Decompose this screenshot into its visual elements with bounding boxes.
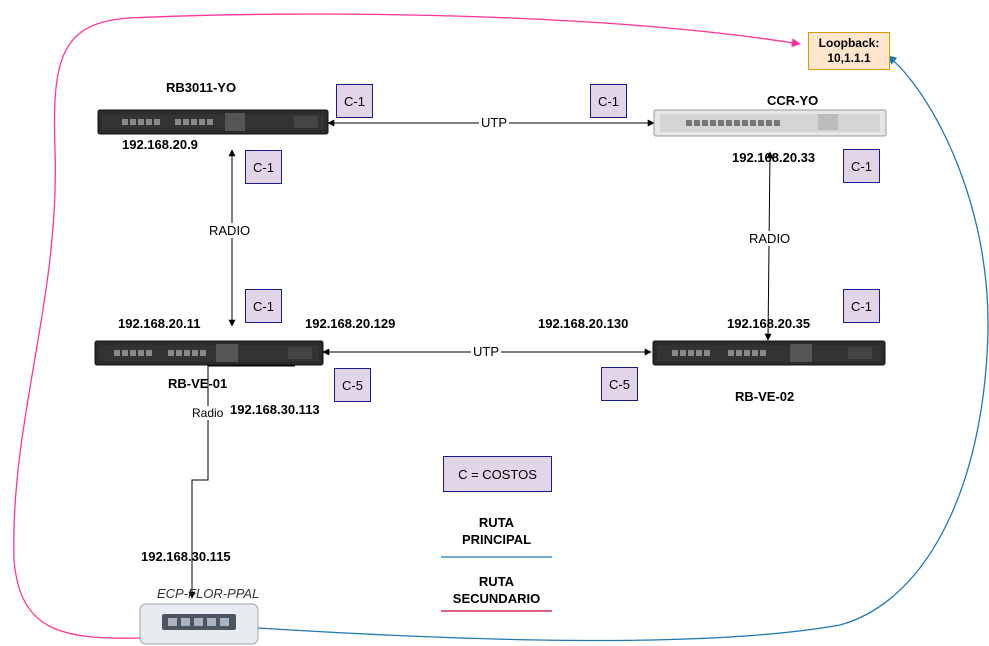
rb-ve-02-ip-left: 192.168.20.130 <box>538 316 629 331</box>
radio-left-label: RADIO <box>207 223 253 238</box>
legend-principal-line1: RUTA <box>478 515 515 530</box>
legend-secondary-label: RUTA SECUNDARIO <box>441 573 552 607</box>
ccr-ip: 192.168.20.33 <box>732 150 816 165</box>
cost-rb3011-utp: C-1 <box>336 84 373 118</box>
legend-principal-label: RUTA PRINCIPAL <box>441 514 552 548</box>
ccr-router-icon <box>653 109 887 137</box>
cost-ccr-utp: C-1 <box>590 84 627 118</box>
rb-ve-02-name: RB-VE-02 <box>735 389 795 404</box>
rb-ve-01-router-icon <box>94 340 324 366</box>
loopback-address: 10,1.1.1 <box>827 51 871 65</box>
ecp-name: ECP-FLOR-PPAL <box>157 586 260 601</box>
cost-rb-ve-02-radio: C-1 <box>843 289 880 323</box>
rb-ve-01-ip-right: 192.168.20.129 <box>305 316 396 331</box>
legend-secondary-line2: SECUNDARIO <box>452 591 541 606</box>
rb3011-router-icon <box>97 109 329 135</box>
cost-rb-ve-01-utp: C-5 <box>334 368 371 402</box>
cost-ccr-radio: C-1 <box>843 149 880 183</box>
principal-route-line <box>257 55 989 642</box>
cost-rb3011-radio: C-1 <box>245 150 282 184</box>
rb-ve-01-ip-top: 192.168.20.11 <box>118 316 201 331</box>
cost-rb-ve-01-radio: C-1 <box>245 289 282 323</box>
secondary-route-line <box>13 13 801 639</box>
radio-right-link <box>764 151 774 341</box>
utp-bottom-label: UTP <box>471 344 501 359</box>
cost-rb-ve-02-utp: C-5 <box>601 367 638 401</box>
rb-ve-01-ip-radio: 192.168.30.113 <box>230 402 320 417</box>
radio-right-label: RADIO <box>747 231 793 246</box>
loopback-box: Loopback: 10,1.1.1 <box>808 32 890 70</box>
ecp-ip: 192.168.30.115 <box>141 549 231 564</box>
legend-principal-line2: PRINCIPAL <box>461 532 532 547</box>
rb3011-ip: 192.168.20.9 <box>122 137 198 152</box>
loopback-title: Loopback: <box>818 36 880 50</box>
utp-top-label: UTP <box>479 115 509 130</box>
rb-ve-02-router-icon <box>652 340 886 366</box>
legend-secondary-line1: RUTA <box>478 574 515 589</box>
rb-ve-02-ip-top: 192.168.20.35 <box>727 316 811 331</box>
rb-ve-01-name: RB-VE-01 <box>168 376 228 391</box>
radio-ecp-label: Radio <box>190 406 226 420</box>
radio-ecp-link <box>188 365 295 599</box>
ecp-router-icon <box>139 603 259 645</box>
legend-costs-box: C = COSTOS <box>443 456 552 492</box>
ccr-name: CCR-YO <box>767 93 819 108</box>
rb3011-name: RB3011-YO <box>166 80 237 95</box>
